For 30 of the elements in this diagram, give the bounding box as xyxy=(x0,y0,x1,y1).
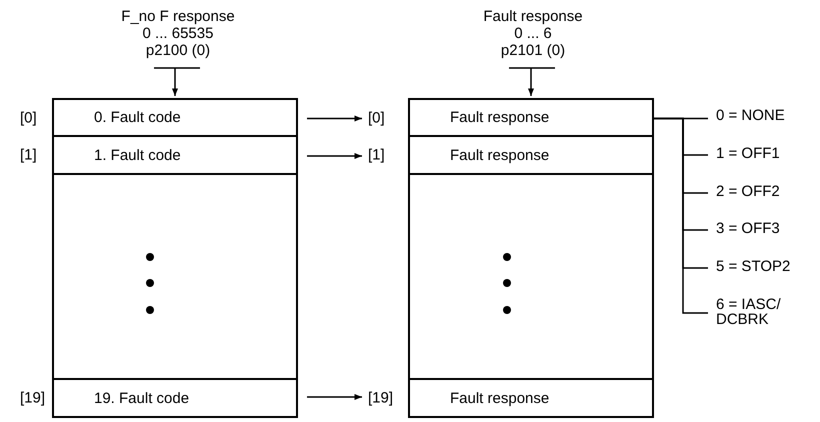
row-label: 1. Fault code xyxy=(94,146,181,164)
value-range: 0 ... 6 xyxy=(514,25,552,42)
index-label: [1] xyxy=(368,146,385,164)
index-label: [0] xyxy=(20,109,37,126)
parameter-number: p2101 (0) xyxy=(500,42,566,59)
parameter-name: F_no F response xyxy=(121,8,235,25)
arrow xyxy=(307,116,362,122)
row-label: Fault response xyxy=(450,390,550,406)
row-label: 19. Fault code xyxy=(94,390,190,406)
arrow xyxy=(528,68,534,96)
connector-line xyxy=(652,118,708,314)
index-label: [0] xyxy=(368,109,385,126)
row-label: Fault response xyxy=(450,146,550,164)
arrow xyxy=(307,394,362,400)
row-label: 0. Fault code xyxy=(94,109,181,126)
value-range: 0 ... 65535 xyxy=(142,25,214,42)
option-text: 5 = STOP2 xyxy=(716,259,792,274)
option-text: 1 = OFF1 xyxy=(716,146,781,161)
arrow xyxy=(307,153,362,159)
parameter-number: p2100 (0) xyxy=(146,42,210,59)
index-label: [19] xyxy=(20,390,46,406)
index-label: [19] xyxy=(368,390,394,406)
option-text: 6 = IASC/ DCBRK xyxy=(716,297,782,327)
parameter-name: Fault response xyxy=(483,8,583,25)
option-text: 0 = NONE xyxy=(716,108,786,123)
option-text: 3 = OFF3 xyxy=(716,221,781,236)
option-text: 2 = OFF2 xyxy=(716,184,781,199)
arrow xyxy=(172,68,178,96)
row-label: Fault response xyxy=(450,109,550,126)
index-label: [1] xyxy=(20,146,37,164)
